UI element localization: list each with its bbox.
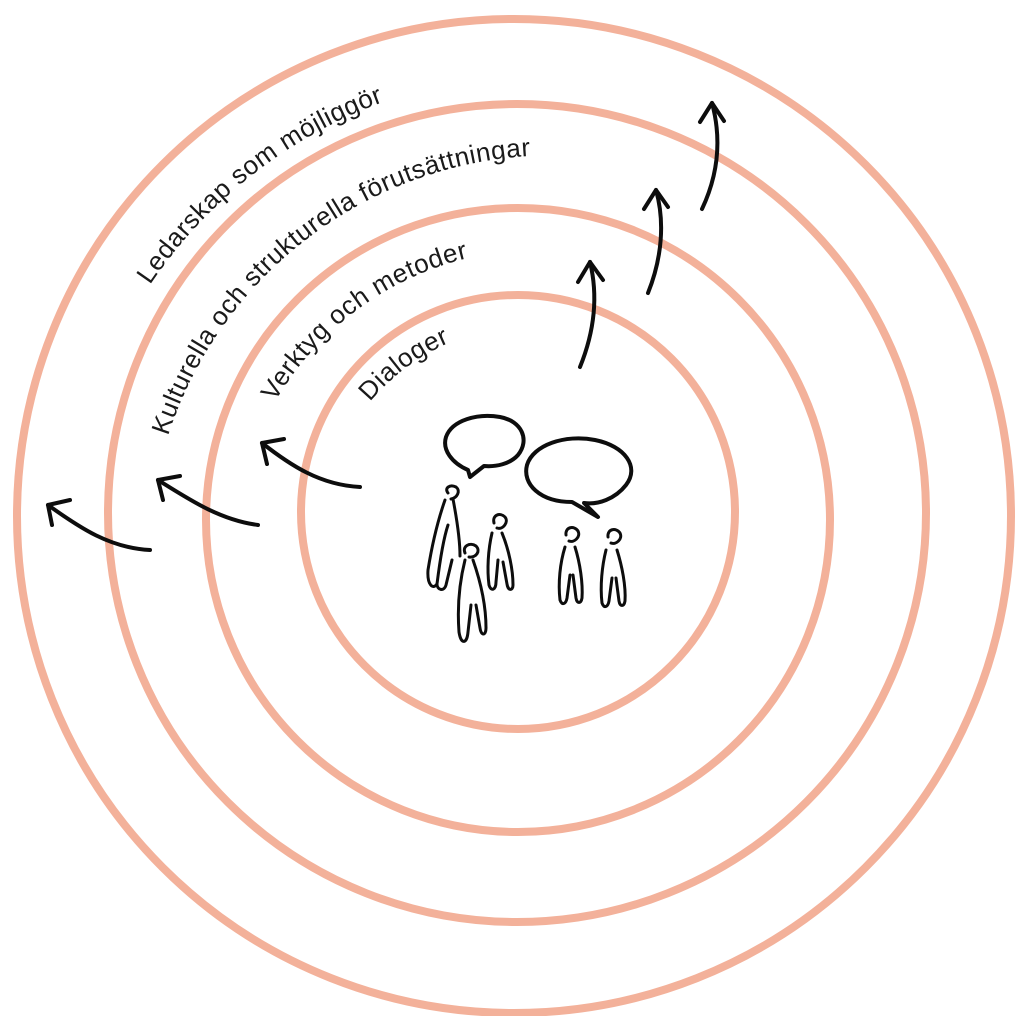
ring-second (202, 204, 834, 836)
speech-bubble-icon (524, 436, 634, 519)
ring-label-dialoger: Dialoger (352, 320, 453, 406)
outward-arrow-icon (156, 474, 260, 527)
outward-arrow-icon (642, 188, 670, 295)
speech-bubble-icon (443, 413, 526, 479)
outward-arrow-icon (698, 101, 726, 211)
people-group-icon (426, 484, 627, 643)
ring-third (104, 100, 930, 926)
ring-outer (13, 15, 1015, 1016)
outward-arrow-icon (260, 437, 362, 489)
outward-arrow-icon (46, 498, 152, 552)
outward-arrow-icon (576, 260, 605, 369)
ring-inner (297, 291, 739, 733)
